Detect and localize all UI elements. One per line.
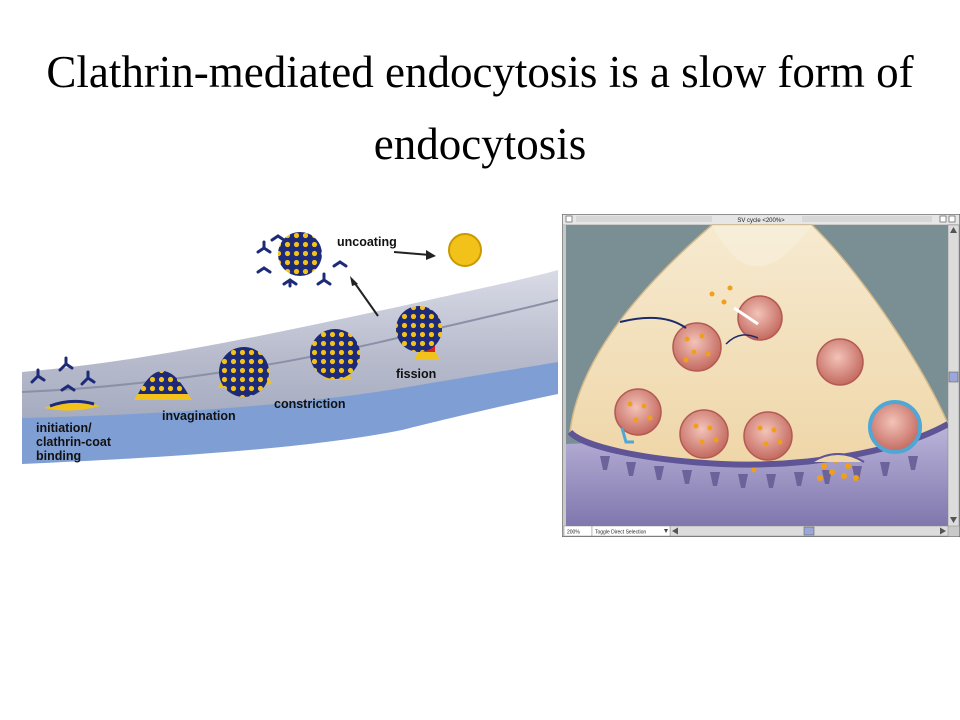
docking-protein (733, 306, 759, 326)
title-line-2: endocytosis (373, 119, 587, 169)
label-initiation-1: initiation/ (36, 421, 92, 435)
slide-title: Clathrin-mediated endocytosis is a slow … (0, 36, 960, 180)
window-titlebar (563, 215, 959, 224)
label-constriction: constriction (274, 397, 346, 411)
status-popup-arrow-icon[interactable] (664, 529, 668, 533)
arrow-fission-to-uncoating (353, 281, 379, 317)
window-title: SV cycle <200%> (737, 218, 785, 224)
vesicle-filled-2 (614, 388, 662, 436)
horizontal-scroll-thumb[interactable] (803, 526, 815, 536)
close-box-icon[interactable] (565, 215, 573, 223)
axon-fold (712, 225, 812, 267)
fission-vesicle-coat (396, 306, 442, 352)
arrow-uncoating-to-vesicle (393, 251, 431, 256)
label-initiation-2: clathrin-coat (36, 435, 112, 449)
snare-complex-left (620, 427, 634, 444)
vesicle-filled-3 (679, 409, 729, 459)
scroll-down-arrow-icon[interactable] (950, 517, 957, 523)
vesicle-filled-4 (743, 411, 793, 461)
zoom-level: 200% (567, 530, 580, 536)
scroll-left-arrow-icon[interactable] (672, 527, 678, 535)
axon-fiber-line (619, 316, 687, 329)
released-clathrin-triskelions (256, 234, 348, 288)
scroll-up-arrow-icon[interactable] (950, 227, 957, 233)
coated-pit-coat (219, 347, 269, 397)
initiation-coat (49, 399, 95, 408)
constriction-vesicle-coat (310, 329, 360, 379)
vesicle-empty-right (816, 338, 864, 386)
vesicle-tether-line (725, 334, 759, 345)
collapse-box-icon[interactable] (948, 215, 956, 223)
label-uncoating: uncoating (337, 235, 397, 249)
title-line-1: Clathrin-mediated endocytosis is a slow … (46, 47, 914, 97)
label-invagination: invagination (162, 409, 236, 423)
vertical-scroll-thumb[interactable] (948, 371, 959, 383)
label-initiation-3: binding (36, 449, 81, 463)
label-fission: fission (396, 367, 436, 381)
fusion-pore (811, 453, 865, 463)
zoom-box-icon[interactable] (939, 215, 947, 223)
vesicle-filled-1 (672, 322, 722, 372)
vesicle-docking-top (737, 295, 783, 341)
free-clathrin-triskelions-left (30, 356, 96, 392)
invagination-coat (138, 371, 188, 394)
membrane-lower-blue (22, 362, 558, 464)
arrow-head-up (350, 276, 358, 286)
scroll-right-arrow-icon[interactable] (940, 527, 946, 535)
uncoated-vesicle (448, 233, 482, 267)
vesicle-coated-recycling (868, 400, 922, 454)
status-popup[interactable] (591, 525, 671, 537)
status-text: Toggle Direct Selection (595, 530, 646, 536)
sv-cycle-window: SV cycle <200%> (562, 214, 960, 537)
titlebar-stripes (576, 216, 932, 222)
uncoating-vesicle-coat (278, 232, 322, 276)
membrane-line (22, 299, 558, 393)
endocytosis-stages-diagram: uncoating fission constriction invaginat… (22, 232, 558, 464)
arrow-head-right (426, 250, 436, 260)
synaptic-vesicles (614, 295, 922, 461)
